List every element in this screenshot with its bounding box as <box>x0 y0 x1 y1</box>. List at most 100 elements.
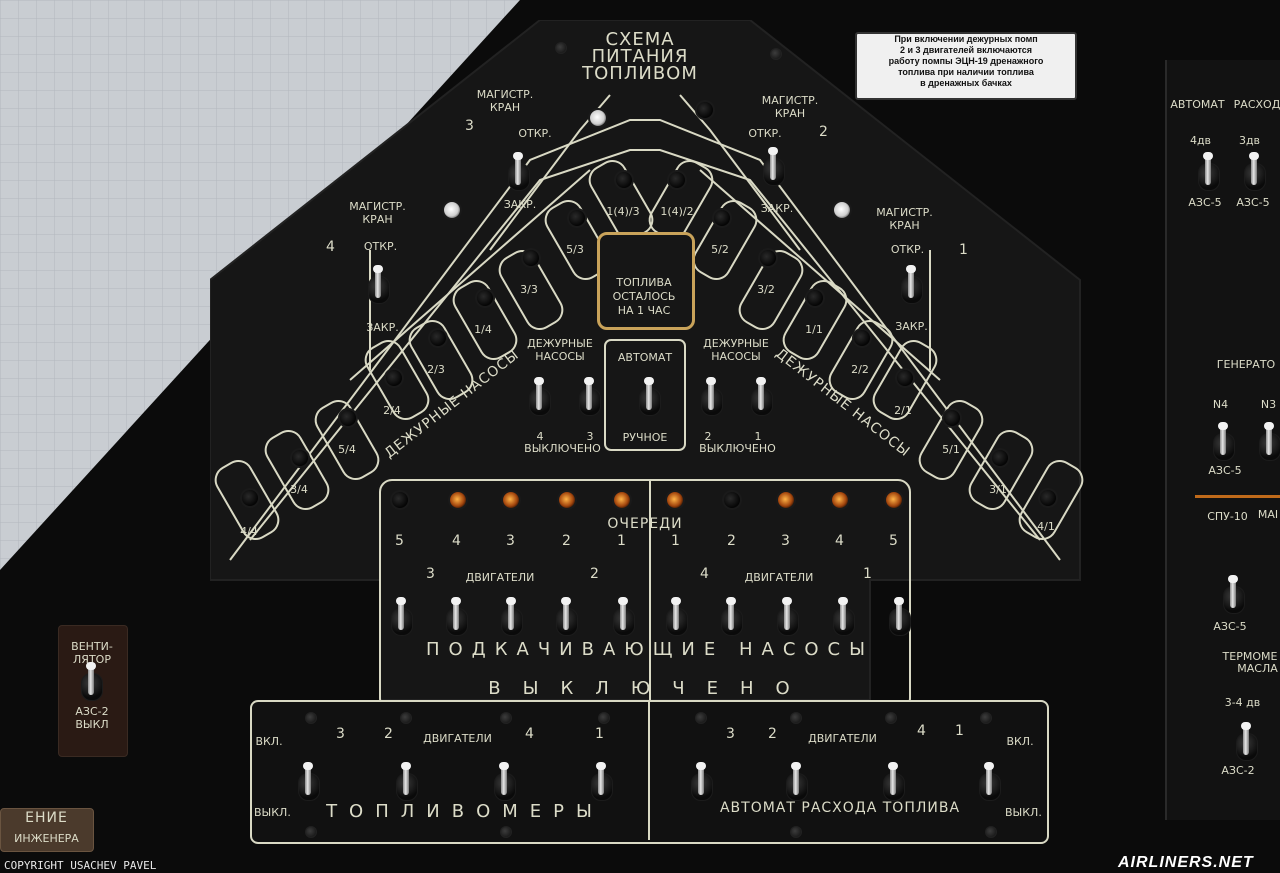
boost-pump-switch[interactable] <box>445 597 468 640</box>
vent-switch[interactable] <box>80 662 103 705</box>
tank-left-6: 1/4 <box>474 323 492 336</box>
standby-right-label: ДЕЖУРНЫЕ НАСОСЫ <box>703 337 769 363</box>
engines-right-label: ДВИГАТЕЛИ <box>744 571 814 584</box>
standby-num-3: 3 <box>586 430 594 443</box>
valve-4-closed: ЗАКР. <box>366 321 399 334</box>
tank-left-5: 2/3 <box>427 363 445 376</box>
tank-left-8: 5/3 <box>566 243 584 256</box>
gauges-num-4: 4 <box>525 726 535 742</box>
gauge-switch[interactable] <box>297 762 320 805</box>
tank-lamp <box>805 288 825 308</box>
boost-pump-switch[interactable] <box>500 597 523 640</box>
tank-lamp <box>290 448 310 468</box>
valve-2-closed: ЗАКР. <box>760 202 794 215</box>
boost-pump-switch[interactable] <box>776 597 799 640</box>
valve-3-switch[interactable] <box>507 152 530 195</box>
boost-pump-switch[interactable] <box>612 597 635 640</box>
valve-3-label: МАГИСТР. КРАН <box>476 88 534 114</box>
right-azs-4: АЗС-5 <box>1213 620 1247 633</box>
screw <box>790 712 802 724</box>
queue-lamp <box>830 490 850 510</box>
screw <box>695 712 707 724</box>
valve-2-label: МАГИСТР. КРАН <box>761 94 819 120</box>
tank-lamp <box>712 208 732 228</box>
gauges-on-label: ВКЛ. <box>255 735 283 748</box>
right-switch[interactable] <box>1258 422 1280 465</box>
screw <box>598 712 610 724</box>
boost-pump-switch[interactable] <box>832 597 855 640</box>
tank-lamp <box>521 248 541 268</box>
consumption-off-label: ВЫКЛ. <box>1005 806 1042 819</box>
note-line-2: 2 и 3 двигателей включаются <box>899 45 1033 55</box>
auto-manual-switch[interactable] <box>638 377 661 420</box>
vent-off: ВЫКЛ <box>75 718 109 731</box>
boost-pump-switch[interactable] <box>390 597 413 640</box>
tank-lamp <box>384 368 404 388</box>
tank-right-6: 2/1 <box>894 404 912 417</box>
tank-lamp <box>990 448 1010 468</box>
consumption-switch[interactable] <box>882 762 905 805</box>
consumption-switch[interactable] <box>690 762 713 805</box>
boost-pump-switch[interactable] <box>555 597 578 640</box>
valve-1-open: ОТКР. <box>890 243 925 256</box>
boost-pump-switch[interactable] <box>720 597 743 640</box>
consumption-on-label: ВКЛ. <box>1006 735 1034 748</box>
queue-left-1: 1 <box>617 533 627 549</box>
valve-4-switch[interactable] <box>367 265 390 308</box>
copyright-text: COPYRIGHT USACHEV PAVEL <box>4 859 157 872</box>
valve-lamp <box>442 200 462 220</box>
screw <box>400 712 412 724</box>
standby-pump-2-switch[interactable] <box>700 377 723 420</box>
standby-pump-3-switch[interactable] <box>578 377 601 420</box>
queue-right-3: 3 <box>781 533 791 549</box>
right-n3: N3 <box>1260 398 1277 411</box>
tank-left-4: 2/4 <box>383 404 401 417</box>
consumption-switch[interactable] <box>978 762 1001 805</box>
boost-pump-switch[interactable] <box>665 597 688 640</box>
right-eng3: 3дв <box>1238 134 1261 147</box>
valve-2-switch[interactable] <box>762 147 785 190</box>
tank-right-3: 3/2 <box>757 283 775 296</box>
gauge-switch[interactable] <box>590 762 613 805</box>
queue-lamp <box>776 490 796 510</box>
boost-pumps-title: ПОДКАЧИВАЮЩИЕ НАСОСЫ <box>425 639 875 660</box>
queue-lamp <box>390 490 410 510</box>
scheme-title-1: СХЕМА <box>605 29 675 50</box>
note-plate: При включении дежурных помп 2 и 3 двигат… <box>855 32 1077 100</box>
scheme-title-3: ТОПЛИВОМ <box>582 63 698 84</box>
right-switch[interactable] <box>1222 575 1245 618</box>
tank-right-7: 5/1 <box>942 443 960 456</box>
standby-pump-4-switch[interactable] <box>528 377 551 420</box>
tank-left-2: 3/4 <box>290 483 308 496</box>
standby-pump-1-switch[interactable] <box>750 377 773 420</box>
consumption-switch[interactable] <box>785 762 808 805</box>
right-switch[interactable] <box>1197 152 1220 195</box>
tank-left-3: 5/4 <box>338 443 356 456</box>
right-switch[interactable] <box>1243 152 1266 195</box>
gauges-divider <box>648 700 650 840</box>
boost-pump-switch[interactable] <box>888 597 911 640</box>
queue-title: ОЧЕРЕДИ <box>607 516 683 532</box>
standby-num-1: 1 <box>754 430 762 443</box>
valve-1-switch[interactable] <box>900 265 923 308</box>
boost-pumps-off: ВЫКЛЮЧЕНО <box>488 678 812 699</box>
queue-left-2: 2 <box>562 533 572 549</box>
queue-lamp <box>557 490 577 510</box>
gauge-switch[interactable] <box>395 762 418 805</box>
queue-right-1: 1 <box>671 533 681 549</box>
screw <box>500 712 512 724</box>
tank-left-9: 1(4)/3 <box>606 205 640 218</box>
valve-4-label: МАГИСТР. КРАН <box>349 200 406 226</box>
screw <box>985 826 997 838</box>
gauges-num-2: 2 <box>384 726 394 742</box>
right-switch[interactable] <box>1212 422 1235 465</box>
engines-right-b: 1 <box>863 566 873 582</box>
screw <box>500 826 512 838</box>
right-generator: ГЕНЕРАТО <box>1216 358 1276 371</box>
right-azs2: АЗС-2 <box>1221 764 1255 777</box>
engines-left-label: ДВИГАТЕЛИ <box>465 571 535 584</box>
tank-lamp <box>895 368 915 388</box>
gauge-switch[interactable] <box>493 762 516 805</box>
right-switch[interactable] <box>1235 722 1258 765</box>
right-azs-3: АЗС-5 <box>1208 464 1242 477</box>
